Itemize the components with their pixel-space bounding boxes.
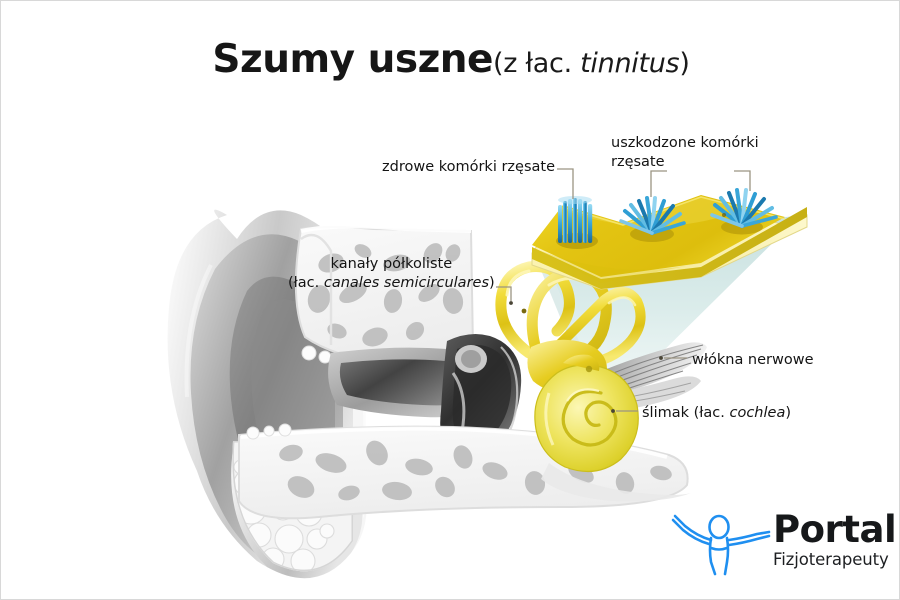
- logo-wordmark: Portal Fizjoterapeuty: [773, 508, 897, 570]
- title-paren-suffix: ): [679, 48, 690, 79]
- label-semicircular-canals: kanały półkoliste (łac. canales semicirc…: [288, 255, 495, 292]
- leader-damaged-right: [734, 170, 751, 191]
- leader-lines: [496, 168, 751, 413]
- label-canals-lat-close: ): [489, 274, 495, 291]
- label-cochlea-latin: cochlea: [729, 405, 786, 421]
- logo-tagline: Fizjoterapeuty: [773, 550, 889, 570]
- leader-canals: [496, 286, 512, 301]
- title-paren-prefix: (z łac.: [493, 48, 581, 79]
- healthy-hair-cell: [556, 196, 598, 249]
- title-main-text: Szumy uszne: [212, 37, 494, 82]
- title-parenthetical: (z łac. tinnitus): [493, 48, 690, 79]
- damaged-hair-cell-1: [619, 196, 686, 242]
- person-figure-icon: [671, 514, 771, 576]
- label-canals-line1: kanały półkoliste: [330, 256, 453, 272]
- label-nerve-fibers: włókna nerwowe: [692, 351, 814, 370]
- leader-damaged-left: [650, 170, 667, 197]
- label-canals-latin: canales semicirculares: [323, 274, 490, 291]
- label-damaged-line2: rzęsate: [611, 153, 665, 170]
- cochlea: [534, 354, 691, 502]
- label-canals-line2: (łac. canales semicirculares): [288, 274, 495, 293]
- title-latin-term: tinnitus: [580, 48, 680, 79]
- label-cochlea-prefix: ślimak (łac.: [642, 405, 730, 421]
- portal-fizjoterapeuty-logo[interactable]: Portal Fizjoterapeuty: [669, 506, 897, 578]
- label-healthy-text: zdrowe komórki rzęsate: [382, 159, 556, 175]
- label-cochlea: ślimak (łac. cochlea): [642, 404, 791, 423]
- label-cochlea-suffix: ): [785, 405, 791, 421]
- damaged-hair-cell-2: [710, 188, 778, 235]
- label-canals-lat-open: (łac.: [288, 274, 324, 291]
- label-healthy-hair-cells: zdrowe komórki rzęsate: [382, 158, 555, 177]
- page-title: Szumy uszne(z łac. tinnitus): [1, 37, 899, 82]
- logo-name: Portal: [773, 508, 897, 551]
- leader-healthy: [557, 168, 574, 199]
- label-damaged-hair-cells: uszkodzone komórki rzęsate: [611, 134, 759, 171]
- label-damaged-line1: uszkodzone komórki: [611, 135, 759, 151]
- label-nerve-text: włókna nerwowe: [692, 352, 814, 368]
